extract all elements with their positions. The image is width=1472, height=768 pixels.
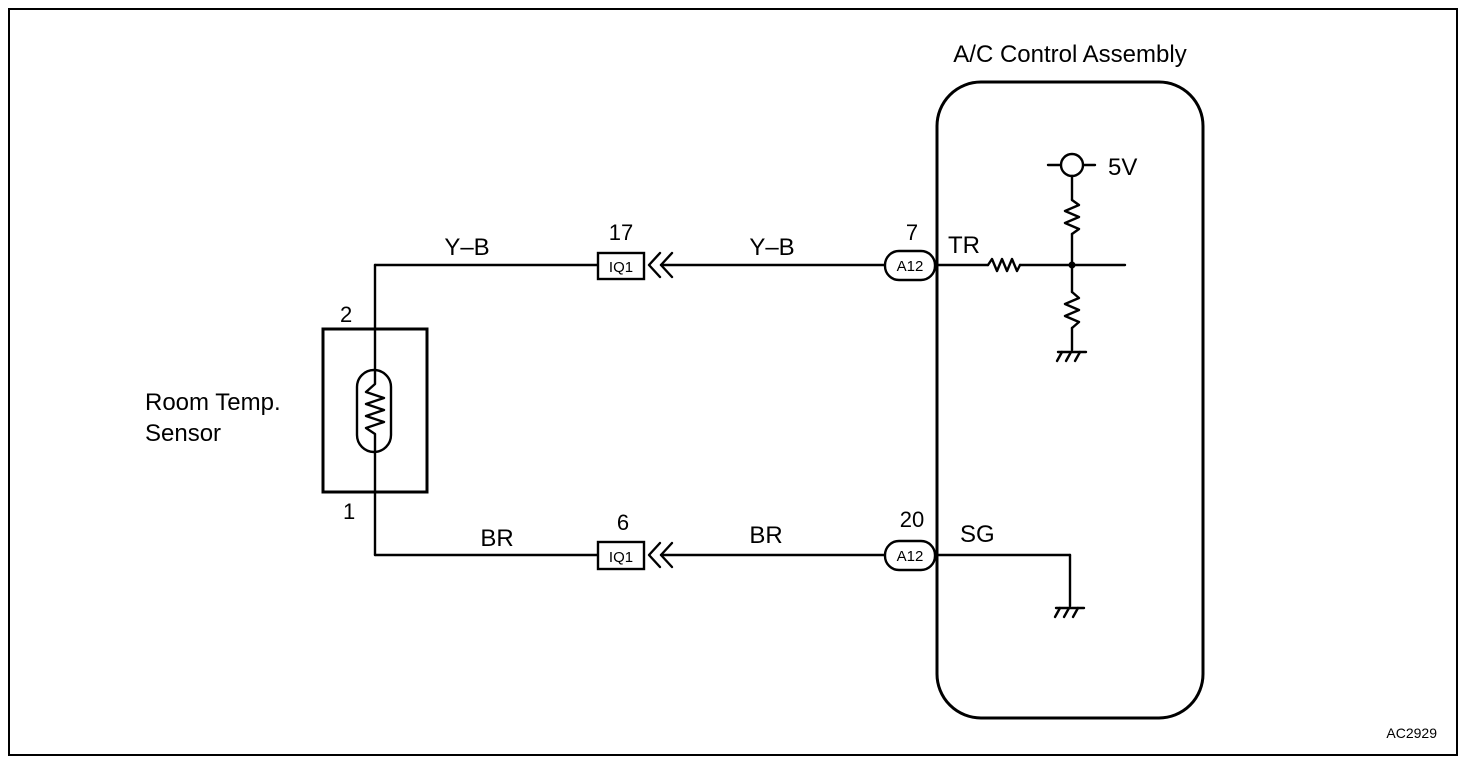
supply-5v-symbol: [1046, 152, 1097, 178]
sensor-pin-bottom: 1: [343, 499, 355, 524]
wire-upper-left-color: Y–B: [444, 234, 489, 261]
control-assembly-title: A/C Control Assembly: [953, 41, 1186, 68]
a12-lower-pin: 20: [900, 507, 924, 532]
iq1-lower-label: IQ1: [609, 549, 633, 566]
tr-junction-node: [1068, 261, 1076, 269]
ground-symbol-lower: [1053, 606, 1086, 619]
ground-symbol-upper: [1055, 350, 1088, 363]
wire-upper-right-color: Y–B: [749, 234, 794, 261]
a12-lower-connector: [883, 539, 937, 572]
sensor-name-line1: Room Temp.: [145, 389, 281, 416]
iq1-upper-connector: [596, 251, 646, 281]
iq1-upper-label: IQ1: [609, 259, 633, 276]
sensor-name-line2: Sensor: [145, 420, 221, 447]
terminal-sg-label: SG: [960, 521, 995, 548]
figure-code: AC2929: [1386, 725, 1437, 741]
control-assembly-box: [935, 80, 1205, 720]
a12-upper-connector: [883, 249, 937, 282]
terminal-tr-label: TR: [948, 232, 980, 259]
wire-lower-left-color: BR: [480, 525, 513, 552]
thermistor-icon: [364, 263, 386, 557]
pulldown-resistor: [1063, 290, 1081, 330]
iq1-upper-pin: 17: [609, 220, 633, 245]
iq1-lower-terminal-icon: [647, 541, 662, 569]
a12-upper-label: A12: [897, 258, 924, 275]
wire-lower-right-color: BR: [749, 522, 782, 549]
diagram-frame: [8, 8, 1458, 756]
iq1-lower-pin: 6: [617, 510, 629, 535]
a12-upper-pin: 7: [906, 220, 918, 245]
pullup-resistor: [1063, 198, 1081, 236]
supply-voltage-label: 5V: [1108, 154, 1137, 181]
sensor-pin-top: 2: [340, 302, 352, 327]
a12-lower-label: A12: [897, 548, 924, 565]
iq1-upper-terminal-icon: [647, 251, 662, 279]
iq1-lower-connector: [596, 540, 646, 571]
tr-input-resistor: [986, 257, 1022, 273]
